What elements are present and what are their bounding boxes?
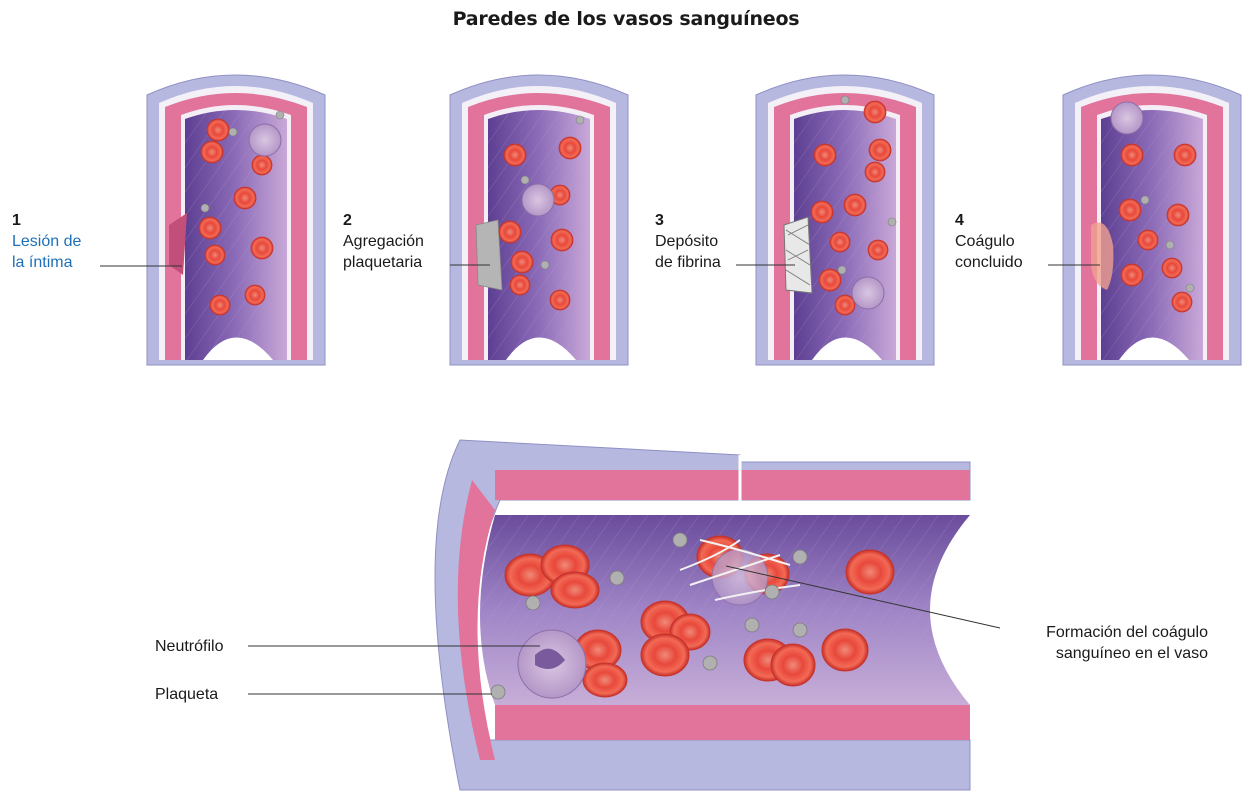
stage-1-vessel	[147, 75, 325, 365]
stage-2-vessel	[450, 75, 628, 365]
longitudinal-vessel	[435, 440, 970, 790]
stage-red-blood-cells	[199, 96, 1196, 315]
stage-4-vessel	[1063, 75, 1241, 365]
stage-3-vessel	[756, 75, 934, 365]
